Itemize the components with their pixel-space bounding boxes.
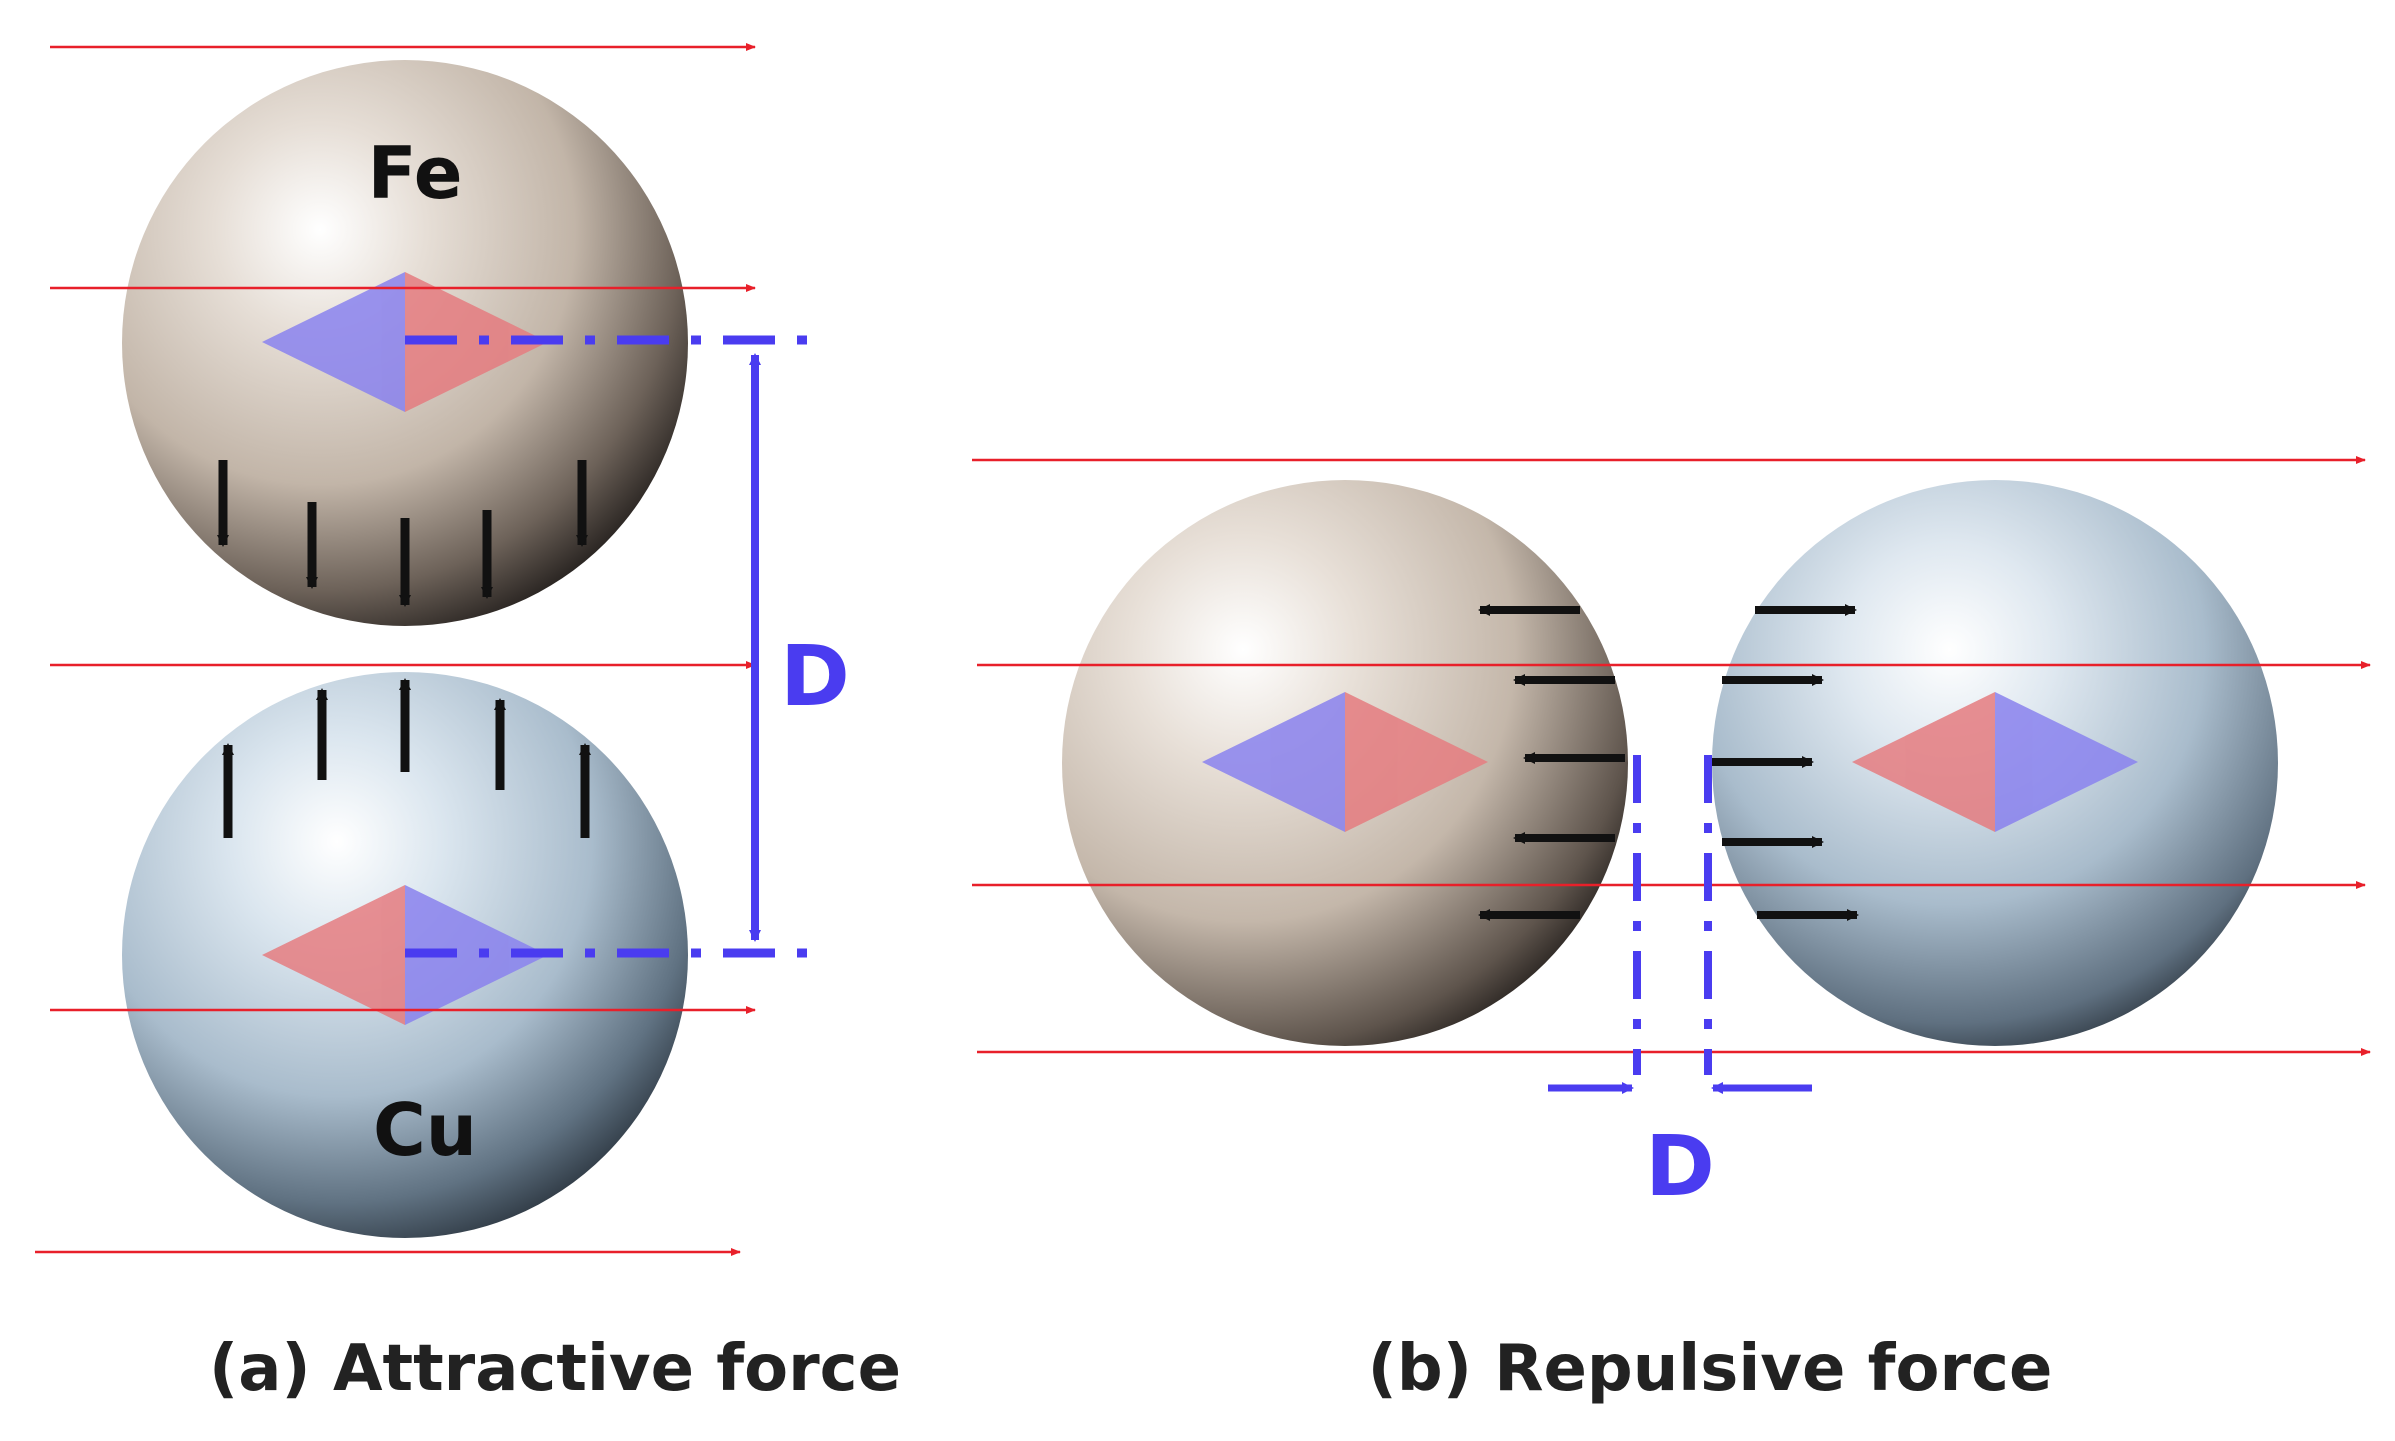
- cu-force-arrows: [222, 678, 591, 838]
- distance-label-b: D: [1645, 1117, 1715, 1215]
- fe-force-arrows: [217, 460, 588, 607]
- caption-a: (a) Attractive force: [209, 1332, 901, 1406]
- panel-a: Fe Cu D (a) Attractive force: [35, 43, 901, 1406]
- field-lines-a: [35, 43, 756, 1256]
- cu-label: Cu: [373, 1088, 477, 1172]
- cu-dipole-icon: [262, 885, 548, 1025]
- cu-repulsive-arrows: [1712, 604, 1859, 921]
- cu-dipole-icon-b: [1852, 692, 2138, 832]
- fe-dipole-icon: [262, 272, 548, 412]
- fe-label: Fe: [367, 131, 462, 215]
- distance-dimension-a: [405, 335, 820, 958]
- fe-repulsive-arrows: [1478, 604, 1625, 921]
- fe-dipole-icon-b: [1202, 692, 1488, 832]
- field-lines-b: [972, 456, 2371, 1056]
- distance-dimension-b: [1548, 755, 1812, 1094]
- distance-label-a: D: [780, 627, 850, 725]
- panel-b: D (b) Repulsive force: [972, 456, 2371, 1406]
- caption-b: (b) Repulsive force: [1368, 1332, 2053, 1406]
